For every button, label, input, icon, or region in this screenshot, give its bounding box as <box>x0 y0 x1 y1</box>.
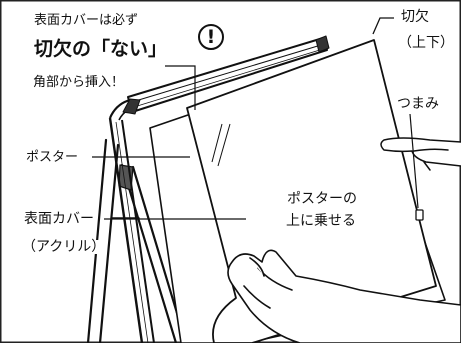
knob-label: つまみ <box>397 96 439 112</box>
leader-top-note <box>165 65 196 110</box>
warning-icon: ! <box>198 24 224 50</box>
warning-mark: ! <box>206 25 216 48</box>
leader-lines <box>92 65 419 220</box>
top-note-line1: 表面カバーは必ず <box>34 13 139 28</box>
hand-right <box>380 137 461 171</box>
cover-knob <box>415 209 424 221</box>
reflection-lines <box>211 123 231 167</box>
top-note-line2: 切欠の「ない」 <box>34 38 168 60</box>
top-note-line3: 角部から挿入！ <box>33 75 125 90</box>
notch-sublabel: （上下） <box>398 35 454 51</box>
notch-label: 切欠 <box>401 9 429 25</box>
cover-label-line1: 表面カバー <box>24 211 94 227</box>
frame-top-rail <box>122 35 330 115</box>
poster-label: ポスター <box>26 150 79 165</box>
center-label-line2: 上に乗せる <box>286 213 356 229</box>
leader-knob <box>409 113 419 209</box>
notch-marker <box>372 17 394 35</box>
center-label-line1: ポスターの <box>287 191 357 207</box>
cover-label-line2: （アクリル） <box>22 239 106 255</box>
hand-bottom <box>227 249 461 343</box>
frame-left-side <box>108 98 155 343</box>
